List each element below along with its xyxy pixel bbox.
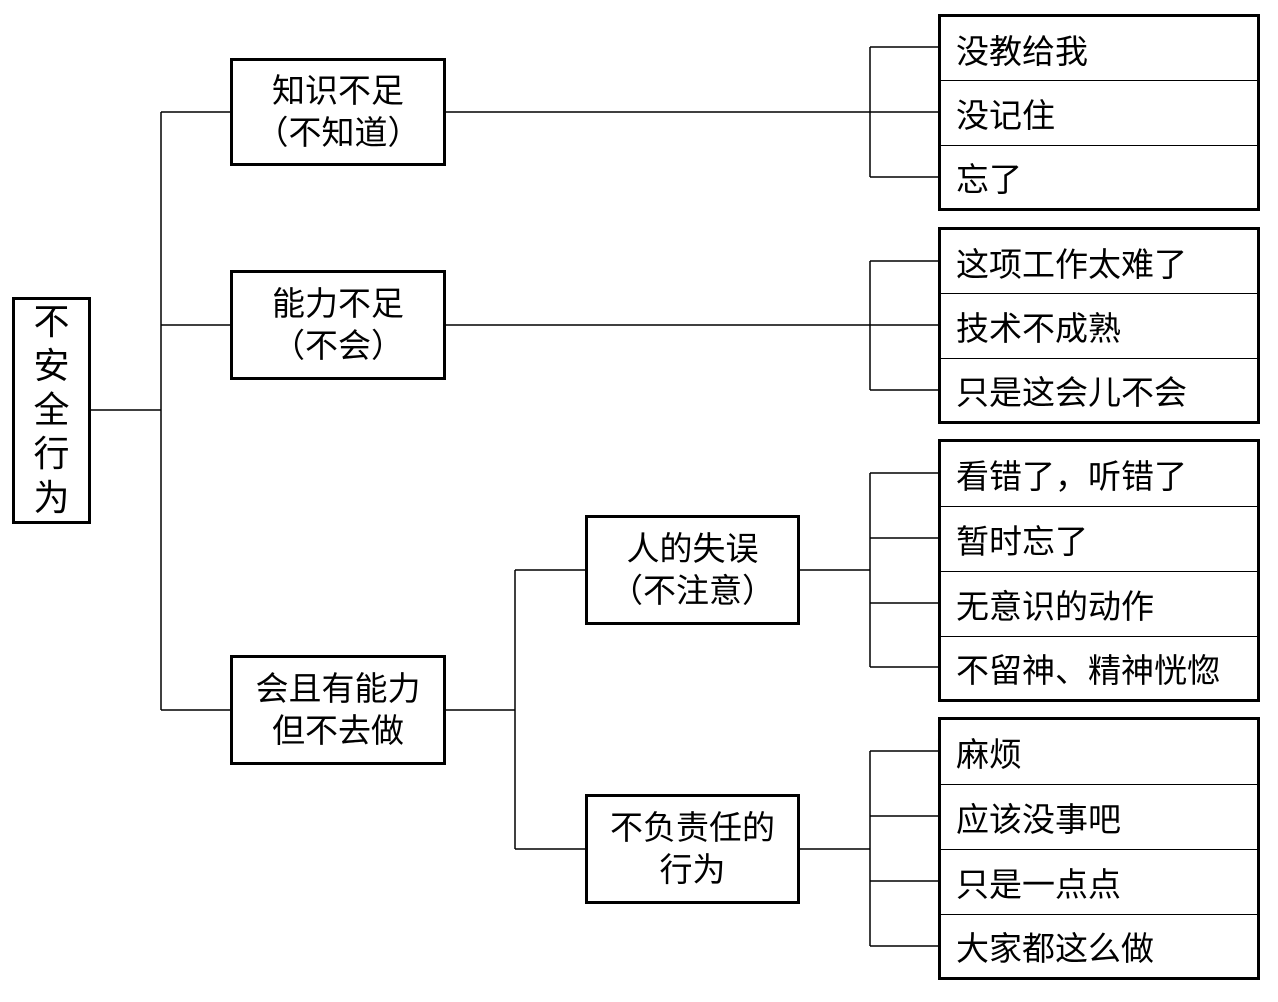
leaf-item: 大家都这么做 xyxy=(956,929,1154,968)
leaf-item: 忘了 xyxy=(956,160,1022,199)
leaf-item: 只是一点点 xyxy=(941,850,1257,915)
category-line: （不知道） xyxy=(255,113,421,152)
root-char: 行 xyxy=(33,433,70,475)
leaf-group-irresponsible: 麻烦 应该没事吧 只是一点点 大家都这么做 xyxy=(938,717,1260,980)
root-char: 不 xyxy=(33,301,70,343)
leaf-group-ability: 这项工作太难了 技术不成熟 只是这会儿不会 xyxy=(938,227,1260,424)
leaf-item: 没教给我 xyxy=(941,17,1257,81)
category-node-ability: 能力不足 （不会） xyxy=(230,270,446,380)
leaf-item: 应该没事吧 xyxy=(941,785,1257,850)
subcategory-node-human-error: 人的失误 （不注意） xyxy=(585,515,800,625)
leaf-item: 无意识的动作 xyxy=(941,572,1257,637)
category-node-knowledge: 知识不足 （不知道） xyxy=(230,58,446,166)
category-line: 但不去做 xyxy=(272,711,404,750)
leaf-item: 没记住 xyxy=(941,81,1257,146)
leaf-item: 不留神、精神恍惚 xyxy=(956,651,1220,690)
subcategory-line: 行为 xyxy=(659,850,726,889)
root-char: 为 xyxy=(33,477,70,519)
category-line: 会且有能力 xyxy=(255,669,421,708)
leaf-item: 麻烦 xyxy=(941,720,1257,785)
subcategory-line: 不负责任的 xyxy=(610,808,775,847)
category-line: 能力不足 xyxy=(272,284,404,323)
subcategory-node-irresponsible: 不负责任的 行为 xyxy=(585,794,800,904)
leaf-group-knowledge: 没教给我 没记住 忘了 xyxy=(938,14,1260,211)
leaf-group-human-error: 看错了，听错了 暂时忘了 无意识的动作 不留神、精神恍惚 xyxy=(938,439,1260,702)
root-char: 安 xyxy=(33,345,70,387)
leaf-item: 技术不成熟 xyxy=(941,294,1257,359)
leaf-item: 这项工作太难了 xyxy=(941,230,1257,294)
subcategory-line: 人的失误 xyxy=(626,529,759,568)
subcategory-line: （不注意） xyxy=(610,571,775,610)
leaf-item: 只是这会儿不会 xyxy=(956,373,1187,412)
category-line: （不会） xyxy=(272,326,404,365)
root-node: 不 安 全 行 为 xyxy=(12,297,91,524)
category-node-willing: 会且有能力 但不去做 xyxy=(230,655,446,765)
root-char: 全 xyxy=(33,389,70,431)
leaf-item: 看错了，听错了 xyxy=(941,442,1257,507)
category-line: 知识不足 xyxy=(272,71,404,110)
leaf-item: 暂时忘了 xyxy=(941,507,1257,572)
